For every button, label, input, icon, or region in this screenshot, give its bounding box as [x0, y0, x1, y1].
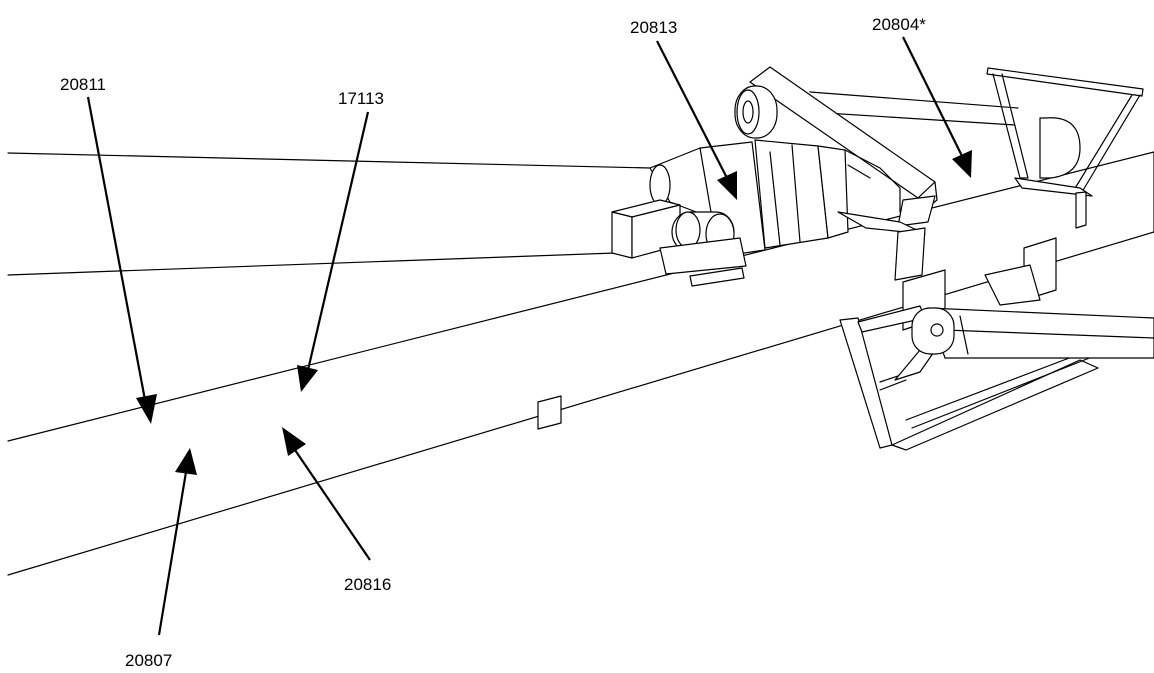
housing-assembly	[611, 139, 926, 287]
boom-beam	[7, 151, 1154, 576]
leader-20804	[902, 36, 964, 159]
callout-20811: 20811	[60, 75, 106, 94]
callout-labels: 20811 17113 20813 20804* 20816 20807	[60, 15, 926, 670]
plate-under-beam	[984, 264, 1041, 306]
arrowhead-17113	[297, 365, 318, 392]
callout-17113: 17113	[338, 89, 384, 108]
callout-20816: 20816	[344, 575, 391, 594]
leader-20811	[86, 96, 147, 401]
beam-plate	[537, 395, 562, 430]
leader-20816	[294, 449, 371, 561]
arrowhead-20807	[175, 448, 197, 475]
callout-20807: 20807	[125, 651, 172, 670]
leader-20807	[157, 471, 188, 636]
leader-arrows	[86, 36, 972, 636]
lower-arm	[857, 269, 1154, 359]
leader-20813	[656, 40, 729, 181]
upper-frame	[809, 67, 1144, 229]
diagonal-arm	[734, 66, 938, 227]
callout-20813: 20813	[630, 18, 677, 37]
arrowhead-20816	[282, 427, 306, 456]
a-frame-top	[986, 67, 1144, 97]
arrowhead-20813	[717, 171, 737, 200]
arrowhead-20811	[136, 394, 157, 424]
cables	[7, 152, 651, 276]
arrowhead-20804	[952, 150, 972, 178]
callout-20804: 20804*	[872, 15, 926, 34]
leader-17113	[306, 111, 370, 371]
